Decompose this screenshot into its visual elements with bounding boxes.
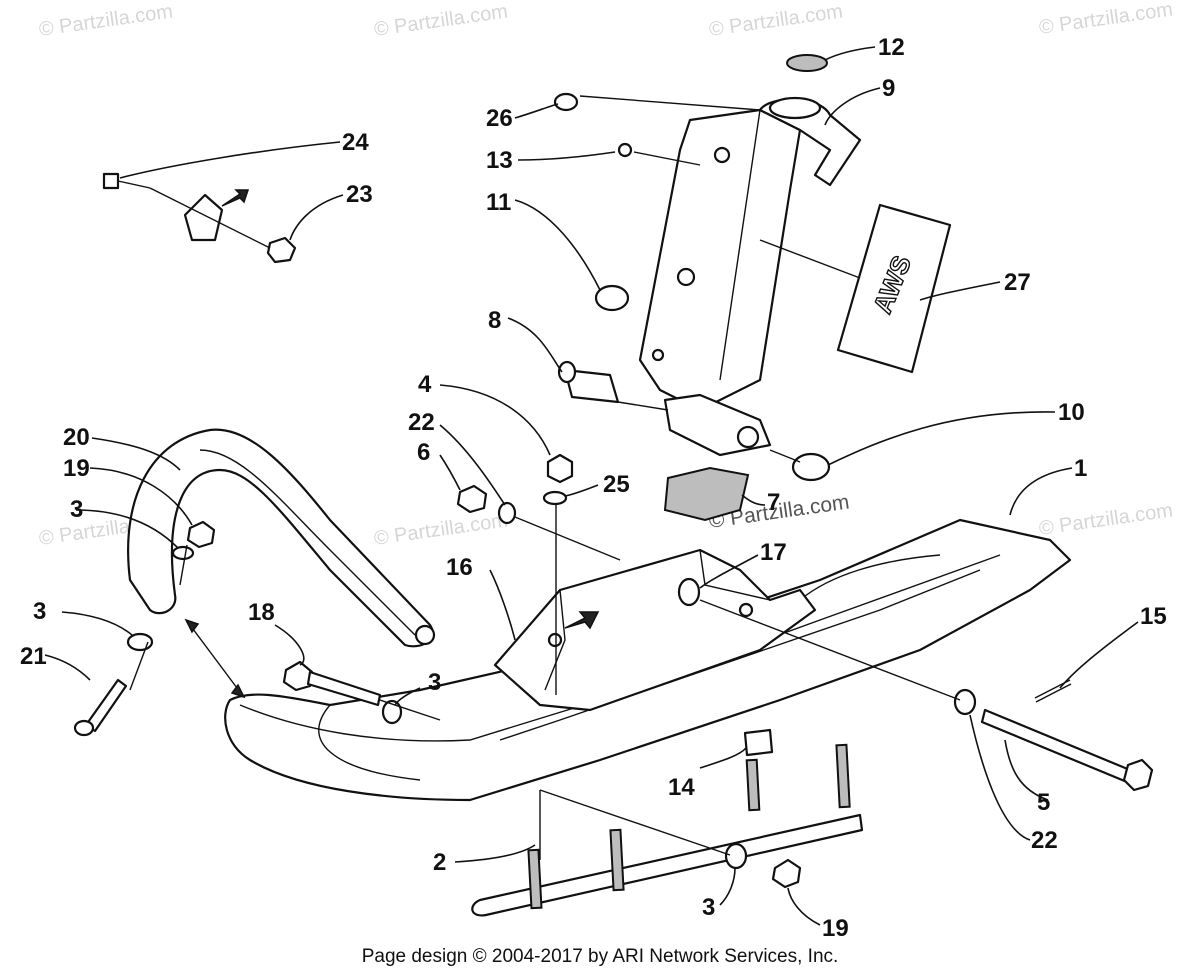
ski-saddle (493, 548, 817, 712)
callout-5: 5 (1037, 789, 1050, 816)
callout-6: 6 (417, 439, 430, 466)
callout-18: 18 (248, 599, 275, 626)
callout-3: 3 (33, 598, 46, 625)
spindle (638, 96, 862, 457)
callout-3: 3 (70, 496, 83, 523)
callout-14: 14 (668, 774, 695, 801)
callout-19: 19 (63, 455, 90, 482)
callout-3: 3 (428, 669, 441, 696)
ski-assembly-diagram: © Partzilla.com © Partzilla.com © Partzi… (20, 0, 1175, 940)
ski-loop (127, 428, 436, 648)
callout-16: 16 (446, 554, 473, 581)
assembly-lines (129, 95, 961, 860)
callout-9: 9 (882, 75, 895, 102)
assembly-arrow (184, 618, 246, 699)
callout-10: 10 (1058, 399, 1085, 426)
bushings (557, 284, 831, 482)
callout-11: 11 (486, 189, 511, 216)
watermark: © Partzilla.com (1038, 0, 1175, 39)
callout-15: 15 (1140, 603, 1167, 630)
callout-3: 3 (702, 894, 715, 921)
callout-1: 1 (1074, 455, 1087, 482)
callout-labels: 1 2 3 3 3 3 4 5 6 7 8 9 10 11 12 13 14 1… (20, 34, 1167, 940)
callout-24: 24 (342, 129, 369, 156)
watermark: © Partzilla.com (373, 509, 510, 550)
callout-26: 26 (486, 105, 513, 132)
callout-27: 27 (1004, 269, 1031, 296)
callout-19: 19 (822, 915, 849, 940)
callout-22: 22 (1031, 827, 1058, 854)
leader-lines (44, 46, 1139, 926)
watermark: © Partzilla.com (1038, 499, 1175, 540)
footer-credit: Page design © 2004-2017 by ARI Network S… (361, 946, 839, 967)
callout-21: 21 (20, 643, 47, 670)
hardware (73, 54, 1154, 889)
damper-block (663, 466, 750, 522)
aws-decal: AWS (836, 203, 952, 374)
callout-13: 13 (486, 147, 513, 174)
callout-25: 25 (603, 471, 630, 498)
callout-22: 22 (408, 409, 435, 436)
callout-17: 17 (760, 539, 787, 566)
callout-2: 2 (433, 849, 446, 876)
wear-bar (471, 743, 864, 917)
callout-23: 23 (346, 181, 373, 208)
watermark: © Partzilla.com (708, 0, 845, 41)
watermark: © Partzilla.com (38, 0, 175, 41)
callout-20: 20 (63, 424, 90, 451)
watermark: © Partzilla.com (373, 0, 510, 41)
callout-12: 12 (878, 34, 905, 61)
callout-4: 4 (418, 371, 432, 398)
callout-8: 8 (488, 307, 501, 334)
callout-7: 7 (767, 489, 780, 516)
